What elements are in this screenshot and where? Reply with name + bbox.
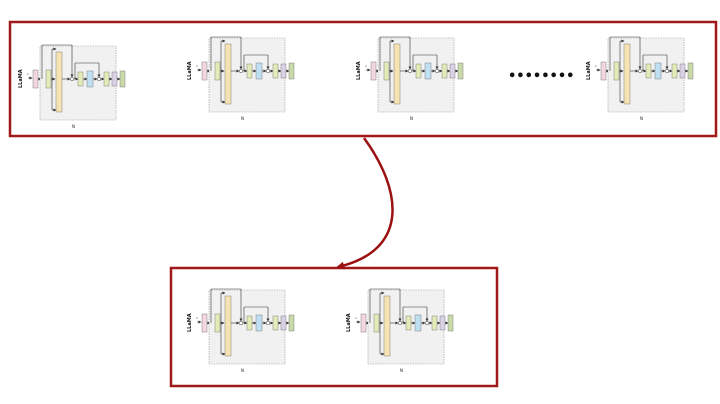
embedding-block: [370, 61, 377, 81]
repeat-count-label: N: [72, 124, 75, 129]
embedding-block: [32, 69, 39, 89]
mlp-block: [654, 62, 662, 80]
output-block: [119, 70, 126, 88]
final-norm-block: [441, 63, 448, 79]
linear-head-block: [111, 71, 118, 87]
residual-add-icon: [664, 68, 670, 74]
self-attention-block: [383, 295, 391, 357]
rmsnorm-block: [77, 71, 84, 87]
self-attention-block: [55, 51, 63, 113]
rmsnorm-block: [246, 315, 253, 331]
model-label: LLaMA: [187, 313, 193, 332]
input-label: x: [355, 316, 357, 320]
self-attention-block: [393, 43, 401, 105]
rmsnorm-block: [246, 63, 253, 79]
self-attention-block: [623, 43, 631, 105]
mlp-block: [255, 314, 263, 332]
linear-head-block: [449, 63, 456, 79]
linear-head-block: [280, 315, 287, 331]
model-label: LLaMA: [346, 313, 352, 332]
input-label: x: [196, 64, 198, 68]
input-label: x: [595, 64, 597, 68]
repeat-count-label: N: [400, 368, 403, 373]
mlp-block: [86, 70, 94, 88]
linear-head-block: [679, 63, 686, 79]
residual-add-icon: [69, 76, 75, 82]
final-norm-block: [103, 71, 110, 87]
residual-add-icon: [96, 76, 102, 82]
rmsnorm-block: [415, 63, 422, 79]
residual-add-icon: [238, 320, 244, 326]
residual-add-icon: [637, 68, 643, 74]
final-norm-block: [431, 315, 438, 331]
output-block: [288, 314, 295, 332]
output-block: [447, 314, 454, 332]
residual-add-icon: [407, 68, 413, 74]
output-block: [288, 62, 295, 80]
input-label: x: [196, 316, 198, 320]
rmsnorm-block: [383, 61, 390, 81]
rmsnorm-block: [645, 63, 652, 79]
residual-add-icon: [424, 320, 430, 326]
model-label: LLaMA: [18, 69, 24, 88]
linear-head-block: [439, 315, 446, 331]
rmsnorm-block: [214, 61, 221, 81]
top-group-frame: [8, 20, 718, 138]
repeat-count-label: N: [241, 116, 244, 121]
model-label: LLaMA: [187, 61, 193, 80]
connector-arrow-icon: [336, 137, 394, 270]
output-block: [457, 62, 464, 80]
output-block: [687, 62, 694, 80]
repeat-count-label: N: [241, 368, 244, 373]
model-label: LLaMA: [356, 61, 362, 80]
residual-add-icon: [397, 320, 403, 326]
embedding-block: [600, 61, 607, 81]
repeat-count-label: N: [410, 116, 413, 121]
input-label: x: [365, 64, 367, 68]
rmsnorm-block: [613, 61, 620, 81]
linear-head-block: [280, 63, 287, 79]
final-norm-block: [272, 315, 279, 331]
residual-add-icon: [265, 68, 271, 74]
residual-add-icon: [265, 320, 271, 326]
input-label: x: [27, 72, 29, 76]
residual-add-icon: [434, 68, 440, 74]
repeat-count-label: N: [640, 116, 643, 121]
model-label: LLaMA: [586, 61, 592, 80]
rmsnorm-block: [45, 69, 52, 89]
self-attention-block: [224, 295, 232, 357]
self-attention-block: [224, 43, 232, 105]
rmsnorm-block: [214, 313, 221, 333]
mlp-block: [424, 62, 432, 80]
embedding-block: [201, 313, 208, 333]
mlp-block: [255, 62, 263, 80]
bottom-group-frame: [169, 266, 499, 388]
embedding-block: [360, 313, 367, 333]
mlp-block: [414, 314, 422, 332]
residual-add-icon: [238, 68, 244, 74]
embedding-block: [201, 61, 208, 81]
ellipsis: ••••••••: [508, 69, 574, 84]
final-norm-block: [272, 63, 279, 79]
rmsnorm-block: [405, 315, 412, 331]
rmsnorm-block: [373, 313, 380, 333]
final-norm-block: [671, 63, 678, 79]
